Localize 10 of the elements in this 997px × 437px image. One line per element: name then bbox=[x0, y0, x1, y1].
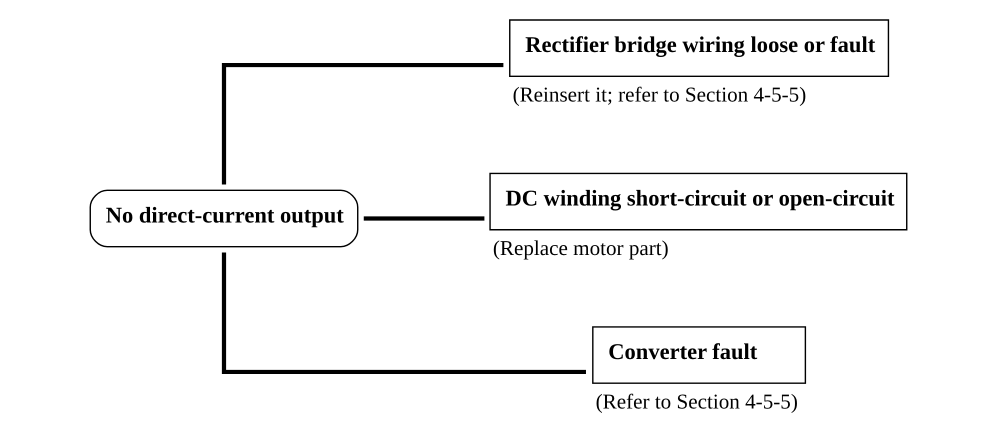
connector bbox=[364, 216, 484, 221]
node-label: (Replace motor part) bbox=[492, 236, 669, 260]
node-label: (Reinsert it; refer to Section 4-5-5) bbox=[512, 82, 806, 107]
node-label: (Refer to Section 4-5-5) bbox=[596, 390, 798, 414]
connector bbox=[222, 62, 504, 184]
node-box: Rectifier bridge wiring loose or fault bbox=[509, 19, 890, 78]
node-box: No direct-current output bbox=[90, 190, 358, 248]
node-box: Converter fault bbox=[592, 326, 806, 384]
node-box: DC winding short-circuit or open-circuit bbox=[489, 172, 908, 230]
connector bbox=[222, 252, 586, 374]
